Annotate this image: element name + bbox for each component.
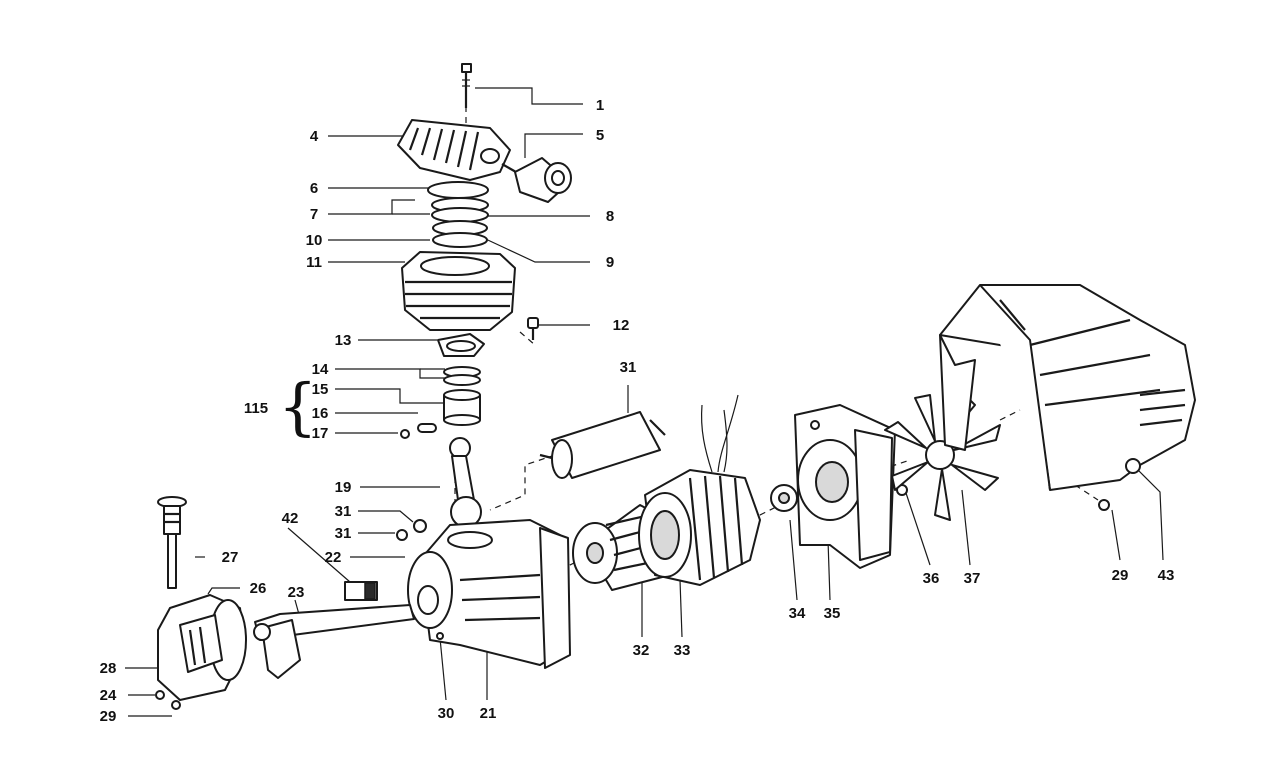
callout-115: 115 — [244, 400, 268, 417]
piston-assembly-part — [400, 366, 481, 439]
callout-5: 5 — [596, 127, 604, 144]
callout-31-nut-b: 31 — [335, 525, 352, 542]
cylinder-head-part — [397, 119, 511, 181]
callout-13: 13 — [335, 332, 352, 349]
fan-part — [884, 394, 1001, 521]
callout-21: 21 — [480, 705, 497, 722]
callout-7: 7 — [310, 206, 318, 223]
callout-30: 30 — [438, 705, 455, 722]
callout-31-capacitor: 31 — [620, 359, 637, 376]
callout-16: 16 — [312, 405, 329, 422]
cylinder-part — [401, 251, 516, 331]
callout-8: 8 — [606, 208, 614, 225]
callout-9: 9 — [606, 254, 614, 271]
bearing-part — [770, 484, 798, 512]
callout-23: 23 — [288, 584, 305, 601]
callout-37: 37 — [964, 570, 981, 587]
bracket-brace: { — [278, 370, 317, 443]
end-bell-part — [794, 404, 896, 569]
callout-32: 32 — [633, 642, 650, 659]
callout-12: 12 — [613, 317, 630, 334]
screw-part — [527, 317, 539, 340]
callout-6: 6 — [310, 180, 318, 197]
callout-27: 27 — [222, 549, 239, 566]
callout-15: 15 — [312, 381, 329, 398]
head-bolt-part — [461, 63, 472, 108]
drain-screw-part — [155, 690, 181, 710]
valve-plate-stack-part — [427, 181, 489, 248]
callout-11: 11 — [306, 254, 322, 271]
fan-shroud-part — [939, 284, 1196, 491]
stator-part — [638, 394, 761, 586]
callout-34: 34 — [789, 605, 806, 622]
air-filter-part — [501, 157, 572, 203]
breather-plug-part — [157, 496, 187, 589]
shroud-screw-part — [1098, 499, 1110, 511]
callout-43: 43 — [1158, 567, 1175, 584]
nut-part — [396, 519, 427, 541]
callout-4: 4 — [310, 128, 319, 145]
capacitor-part — [539, 411, 666, 479]
callout-29-right: 29 — [1112, 567, 1129, 584]
callout-10: 10 — [306, 232, 323, 249]
callout-36: 36 — [923, 570, 940, 587]
callout-35: 35 — [824, 605, 841, 622]
bracket-part — [344, 581, 378, 601]
callout-33: 33 — [674, 642, 691, 659]
crankcase-part — [407, 519, 571, 669]
callout-42: 42 — [282, 510, 299, 527]
callout-1: 1 — [596, 97, 604, 114]
callout-26: 26 — [250, 580, 267, 597]
callout-17: 17 — [312, 425, 329, 442]
callout-28: 28 — [100, 660, 117, 677]
callout-24: 24 — [100, 687, 117, 704]
cylinder-gasket-part — [437, 333, 485, 357]
callout-22: 22 — [325, 549, 342, 566]
callout-31-nut-a: 31 — [335, 503, 352, 520]
callout-14: 14 — [312, 361, 329, 378]
callout-19: 19 — [335, 479, 352, 496]
callout-29-left: 29 — [100, 708, 117, 725]
crankshaft-part — [253, 604, 415, 679]
connecting-rod-part — [449, 437, 482, 528]
callout-labels: 1 4 5 6 7 8 10 9 11 12 13 14 15 16 17 11… — [100, 97, 1175, 725]
end-cover-part — [157, 594, 247, 701]
